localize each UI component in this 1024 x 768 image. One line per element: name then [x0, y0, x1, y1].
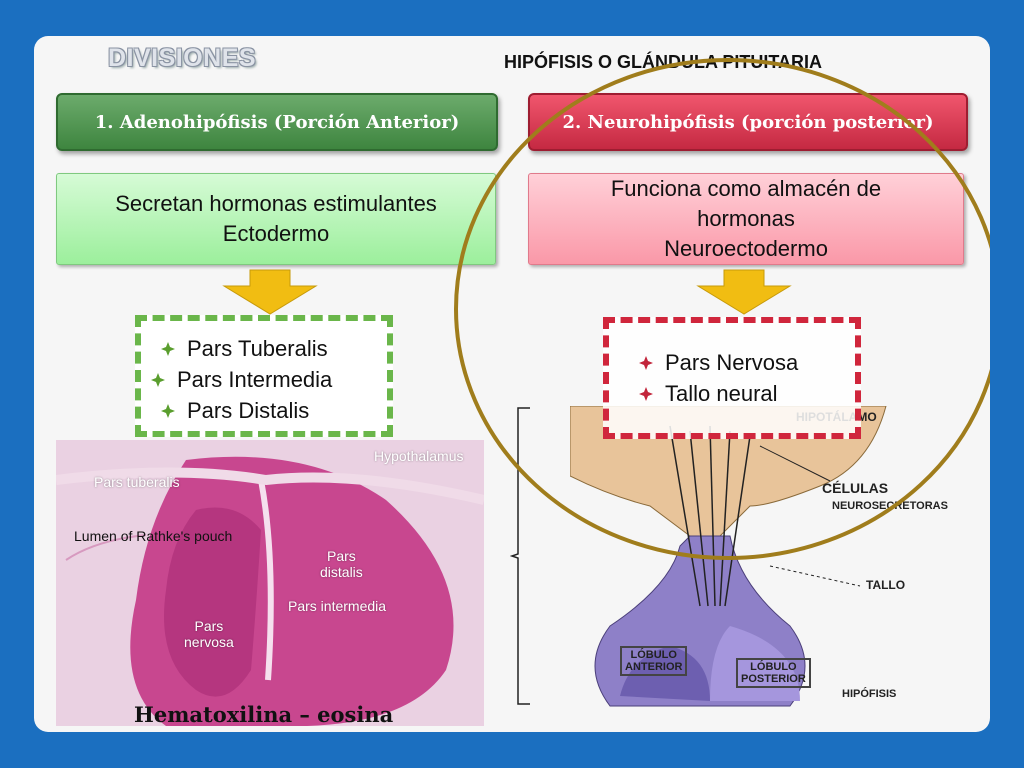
list-item: Pars Intermedia	[151, 364, 387, 395]
label-pars-tuberalis: Pars tuberalis	[94, 474, 180, 490]
part-label: Pars Intermedia	[177, 366, 333, 392]
neuro-line-3: Neuroectodermo	[664, 236, 828, 261]
star-bullet-icon	[151, 372, 165, 387]
label-hypothalamus: Hypothalamus	[374, 448, 464, 464]
label-tallo: TALLO	[866, 578, 906, 592]
label-hipofisis: HIPÓFISIS	[842, 688, 897, 700]
slide-title: DIVISIONES	[108, 44, 257, 72]
neuro-line-2: hormonas	[697, 206, 795, 231]
histology-micrograph: Hypothalamus Pars tuberalis Lumen of Rat…	[56, 440, 484, 726]
label-neurosecretoras: NEUROSECRETORAS	[832, 500, 948, 512]
label-lobulo-posterior: LÓBULO POSTERIOR	[736, 658, 811, 688]
neurohipofisis-description: Funciona como almacén de hormonas Neuroe…	[528, 173, 964, 265]
list-item: Pars Nervosa	[639, 347, 855, 378]
down-arrow-icon	[222, 269, 318, 315]
neuro-line-1: Funciona como almacén de	[610, 176, 882, 201]
adeno-line-2: Ectodermo	[222, 221, 330, 246]
part-label: Pars Distalis	[187, 397, 310, 423]
part-label: Pars Tuberalis	[187, 335, 328, 361]
slide-subtitle: HIPÓFISIS O GLÁNDULA PITUITARIA	[504, 52, 822, 72]
part-label: Pars Nervosa	[665, 349, 799, 375]
highlight-circle	[454, 58, 990, 560]
star-bullet-icon	[639, 386, 653, 401]
list-item: Tallo neural	[639, 378, 855, 409]
micrograph-caption: Hematoxilina – eosina	[134, 702, 394, 727]
neurohipofisis-parts-box: Pars Nervosa Tallo neural	[603, 317, 861, 439]
list-item: Pars Tuberalis	[161, 333, 387, 364]
adeno-line-1: Secretan hormonas estimulantes	[115, 191, 437, 216]
star-bullet-icon	[161, 341, 175, 356]
adenohipofisis-parts-box: Pars Tuberalis Pars Intermedia Pars Dist…	[135, 315, 393, 437]
list-item: Pars Distalis	[161, 395, 387, 426]
label-pars-distalis: Pars distalis	[320, 548, 363, 580]
label-lumen: Lumen of Rathke's pouch	[74, 528, 233, 544]
part-label: Tallo neural	[665, 380, 778, 406]
slide: DIVISIONES HIPÓFISIS O GLÁNDULA PITUITAR…	[34, 36, 990, 732]
adenohipofisis-header: 1. Adenohipófisis (Porción Anterior)	[56, 93, 498, 151]
label-pars-intermedia: Pars intermedia	[288, 598, 387, 614]
micrograph-drawing	[56, 440, 484, 726]
adenohipofisis-description: Secretan hormonas estimulantes Ectodermo	[56, 173, 496, 265]
label-celulas: CÉLULAS	[822, 480, 889, 496]
star-bullet-icon	[639, 355, 653, 370]
label-pars-nervosa: Pars nervosa	[184, 618, 234, 650]
bracket-icon	[510, 407, 530, 705]
star-bullet-icon	[161, 403, 175, 418]
neurohipofisis-header: 2. Neurohipófisis (porción posterior)	[528, 93, 968, 151]
down-arrow-icon	[696, 269, 792, 315]
label-lobulo-anterior: LÓBULO ANTERIOR	[620, 646, 688, 676]
